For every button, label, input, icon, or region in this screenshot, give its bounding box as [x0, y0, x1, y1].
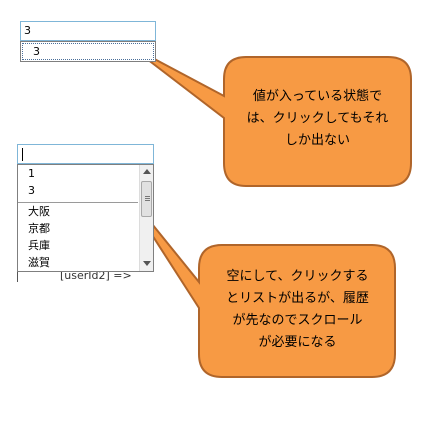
callout-1-text: 値が入っている状態で は、クリックしてもそれ しか出ない [226, 86, 409, 152]
history-item-text: 3 [28, 184, 35, 197]
history-item[interactable]: 3 [18, 182, 140, 200]
scroll-down-arrow-icon[interactable] [143, 261, 151, 266]
list-item[interactable]: 滋賀 [18, 254, 140, 271]
thumb-grip-icon [145, 196, 150, 197]
underlying-text: [userId2] => [60, 269, 132, 282]
callout-1-line: は、クリックしてもそれ [246, 111, 389, 126]
top-suggestion-item[interactable]: 3 [22, 43, 154, 60]
callout-1-line: 値が入っている状態で [252, 89, 383, 104]
top-text-input[interactable]: 3 [20, 21, 156, 41]
list-item[interactable]: 兵庫 [18, 237, 140, 255]
callout-2-line: が先なのでスクロール [232, 313, 363, 328]
list-item-text: 兵庫 [28, 239, 50, 252]
list-item[interactable]: 京都 [18, 220, 140, 238]
list-item-text: 京都 [28, 222, 50, 235]
history-item-text: 1 [28, 167, 35, 180]
scrollbar-thumb[interactable] [141, 181, 152, 217]
history-divider [18, 202, 138, 203]
callout-2-line: とリストが出るが、履歴 [226, 291, 369, 306]
list-item-text: 大阪 [28, 205, 50, 218]
callout-2-line: が必要になる [258, 335, 337, 350]
list-item[interactable]: 大阪 [18, 203, 140, 221]
top-input-value: 3 [24, 24, 31, 37]
bottom-suggestion-dropdown[interactable]: 1 3 大阪 京都 兵庫 滋賀 [17, 164, 154, 272]
underlying-left-border [17, 270, 18, 282]
callout-2-line: 空にして、クリックする [226, 269, 369, 284]
scrollbar[interactable] [139, 165, 153, 271]
scroll-up-arrow-icon[interactable] [143, 169, 151, 174]
top-suggestion-dropdown[interactable]: 3 [20, 41, 156, 62]
top-suggestion-text: 3 [33, 45, 40, 58]
callout-1-shape [129, 45, 412, 187]
bottom-text-input[interactable] [17, 144, 154, 164]
history-item[interactable]: 1 [18, 165, 140, 183]
list-item-text: 滋賀 [28, 256, 50, 269]
text-caret [22, 148, 23, 161]
callout-2-shape [117, 181, 396, 378]
callout-1-line: しか出ない [284, 133, 350, 148]
callout-2-text: 空にして、クリックする とリストが出るが、履歴 が先なのでスクロール が必要にな… [200, 266, 395, 354]
